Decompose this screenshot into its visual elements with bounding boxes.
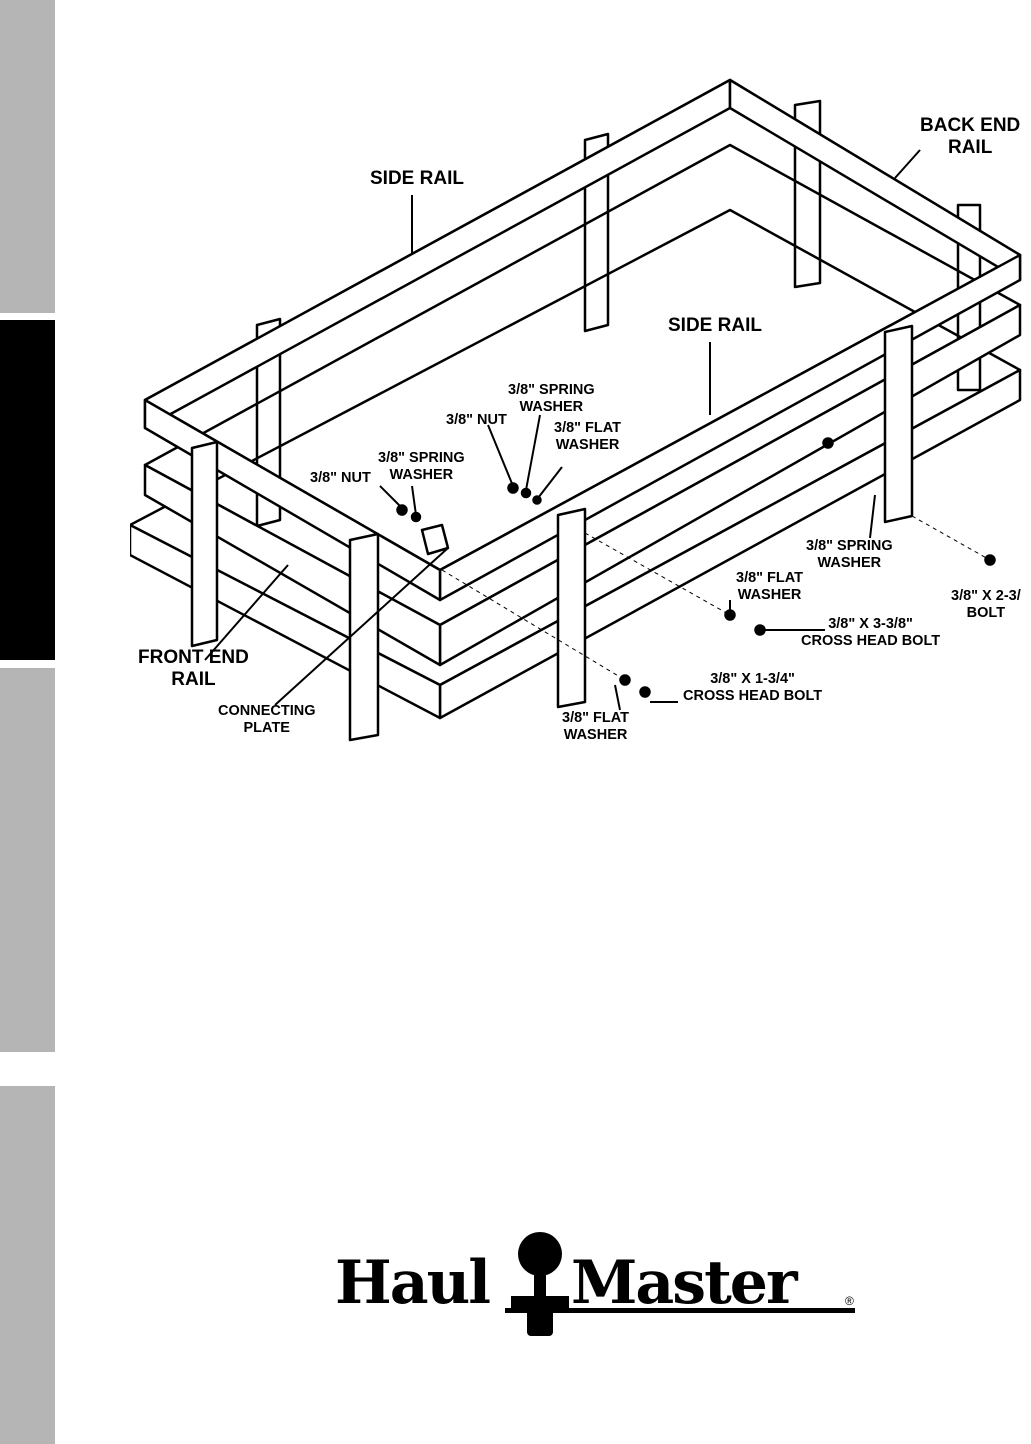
label-bolt-right: 3/8" X 2-3/BOLT xyxy=(951,588,1021,621)
registered-mark: ® xyxy=(845,1294,854,1308)
logo-word-master: Master xyxy=(571,1248,798,1318)
leader-connecting-plate xyxy=(274,547,449,706)
trailer-ball-icon xyxy=(511,1232,569,1336)
leader-nut-mid xyxy=(487,424,514,487)
stake-front-right xyxy=(556,507,587,709)
leader-spring-washer-right xyxy=(869,494,876,539)
leader-spring-washer-left xyxy=(411,485,417,516)
rail-back-end-top xyxy=(728,78,1022,282)
nut-left-icon xyxy=(396,504,408,516)
logo-underline xyxy=(505,1308,855,1313)
bolt-path-right xyxy=(911,515,991,561)
leader-spring-washer-mid xyxy=(525,414,541,491)
label-bolt-long: 3/8" X 3-3/8"CROSS HEAD BOLT xyxy=(801,616,941,649)
connecting-plate xyxy=(420,523,450,556)
bolt-short-head-icon xyxy=(639,686,651,698)
rail-assembly-drawing xyxy=(130,78,1022,742)
leader-back-end-rail xyxy=(894,149,921,179)
label-side-rail-left: SIDE RAIL xyxy=(370,168,464,189)
stake-front-left xyxy=(190,440,219,648)
leader-front-end-rail xyxy=(204,564,289,661)
stake-front-corner xyxy=(883,324,914,524)
label-bolt-short: 3/8" X 1-3/4"CROSS HEAD BOLT xyxy=(683,671,823,704)
bolt-path-long xyxy=(584,532,731,616)
side-tab-1 xyxy=(0,0,55,313)
leader-flat-washer-bottom xyxy=(614,684,621,711)
label-nut-mid: 3/8" NUT xyxy=(446,412,507,428)
leader-nut-left xyxy=(379,485,403,509)
flat-washer-bottom-icon xyxy=(619,674,631,686)
nut-mid-icon xyxy=(507,482,519,494)
rail-side-top-back xyxy=(143,78,732,430)
logo-word-haul: Haul xyxy=(335,1248,491,1318)
hardware-back-icon xyxy=(822,437,834,449)
bolt-path-short xyxy=(441,569,626,681)
bolt-long-head-icon xyxy=(754,624,766,636)
label-side-rail-right: SIDE RAIL xyxy=(668,315,762,336)
leader-flat-washer-mid xyxy=(537,466,563,499)
side-tab-4 xyxy=(0,1086,55,1444)
side-tab-3 xyxy=(0,668,55,1052)
side-tab-2 xyxy=(0,320,55,660)
haul-master-logo: Haul Master ® xyxy=(333,1230,863,1340)
stake-front-mid xyxy=(348,532,380,742)
label-nut-left: 3/8" NUT xyxy=(310,470,371,486)
